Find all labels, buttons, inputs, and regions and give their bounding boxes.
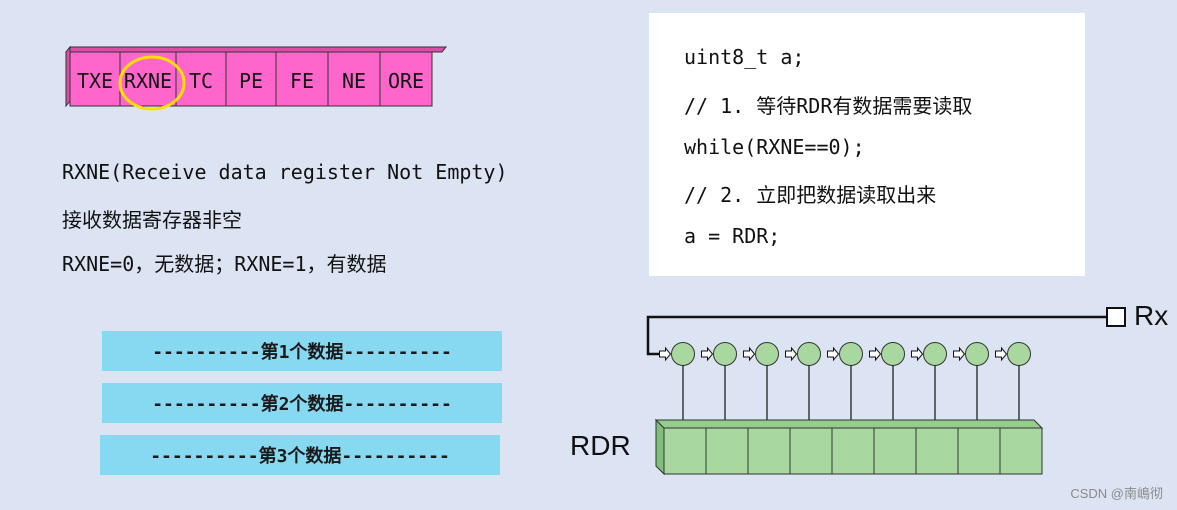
code-line-4: // 2. 立即把数据读取出来: [684, 183, 937, 207]
register-bit-label-pe: PE: [239, 69, 263, 93]
rdr-cell: [789, 427, 833, 475]
shift-arrow: [659, 346, 672, 362]
register-bit-ore: [379, 51, 433, 107]
register-bit-fe: [275, 51, 329, 107]
shift-arrow: [869, 346, 882, 362]
shift-register-bit: [965, 342, 989, 366]
register-bit-label-fe: FE: [290, 69, 314, 93]
shift-arrow: [827, 346, 840, 362]
rdr-cell: [831, 427, 875, 475]
rx-pin: [1106, 307, 1126, 327]
rdr-top-face: [654, 419, 1044, 429]
rdr-side-face: [655, 418, 665, 476]
shift-register-bit: [839, 342, 863, 366]
rdr-cell: [957, 427, 1001, 475]
rdr-cell: [873, 427, 917, 475]
status-register: TXE RXNE TC PE FE NE ORE: [64, 45, 448, 111]
rxne-definition: RXNE(Receive data register Not Empty): [62, 160, 508, 184]
shift-arrow: [743, 346, 756, 362]
register-bit-txe: [69, 51, 121, 107]
register-bit-label-txe: TXE: [77, 69, 113, 93]
rdr-cell: [915, 427, 959, 475]
rdr-label: RDR: [570, 430, 631, 461]
shift-arrow: [911, 346, 924, 362]
register-bit-ne: [327, 51, 381, 107]
data-buffer-1: ----------第1个数据----------: [102, 331, 502, 371]
shift-register-bit: [713, 342, 737, 366]
shift-register-bit: [671, 342, 695, 366]
shift-arrow: [785, 346, 798, 362]
shift-arrow: [701, 346, 714, 362]
rdr-cell: [999, 427, 1043, 475]
rdr-cell: [663, 427, 707, 475]
register-bit-label-ore: ORE: [388, 69, 424, 93]
code-line-1: uint8_t a;: [684, 45, 805, 69]
shift-arrow: [995, 346, 1008, 362]
watermark: CSDN @南嶋彻: [1070, 486, 1163, 501]
code-line-5: a = RDR;: [684, 224, 781, 248]
rx-label: Rx: [1134, 300, 1169, 331]
shift-register-bit: [797, 342, 821, 366]
shift-register-bit: [1007, 342, 1031, 366]
data-buffer-3: ----------第3个数据----------: [100, 435, 500, 475]
shift-register-bit: [923, 342, 947, 366]
register-bit-pe: [225, 51, 277, 107]
rdr-cell: [747, 427, 791, 475]
rxne-values: RXNE=0，无数据；RXNE=1，有数据: [62, 252, 387, 276]
rxne-chinese-meaning: 接收数据寄存器非空: [62, 208, 242, 232]
code-line-3: while(RXNE==0);: [684, 135, 865, 159]
shift-register-bit: [755, 342, 779, 366]
data-buffer-2: ----------第2个数据----------: [102, 383, 502, 423]
rdr-cell: [705, 427, 749, 475]
register-bit-label-tc: TC: [189, 69, 213, 93]
rx-input-line: [646, 315, 1107, 356]
rxne-highlight-circle: [118, 55, 186, 111]
register-bit-label-rxne: RXNE: [124, 69, 172, 93]
shift-register-bit: [881, 342, 905, 366]
register-bit-label-ne: NE: [342, 69, 366, 93]
shift-arrow: [953, 346, 966, 362]
code-snippet: uint8_t a; // 1. 等待RDR有数据需要读取 while(RXNE…: [649, 13, 1085, 276]
code-line-2: // 1. 等待RDR有数据需要读取: [684, 94, 973, 118]
